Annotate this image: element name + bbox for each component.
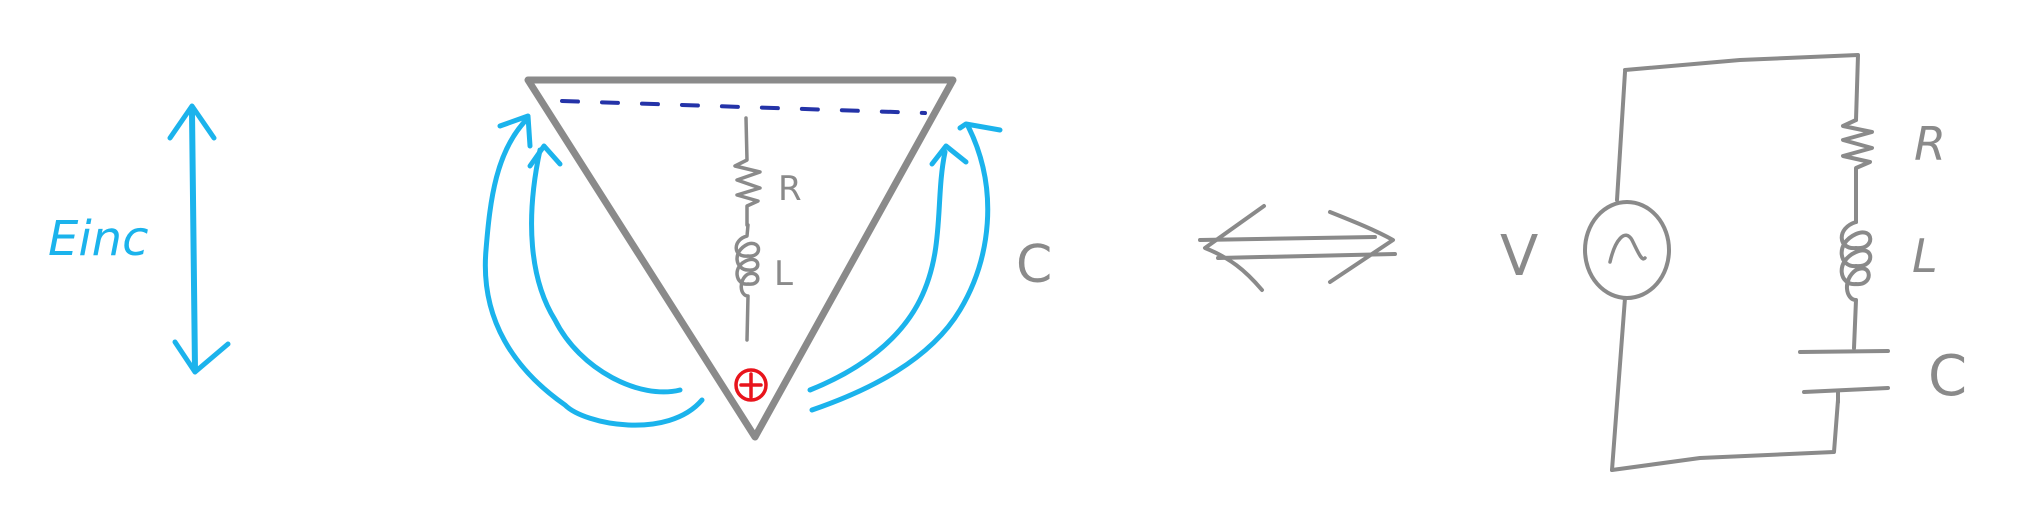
field-label: Einc (48, 211, 148, 267)
equivalence-arrow (1198, 204, 1397, 292)
equivalence-lower-line (1216, 252, 1397, 260)
negative-charge-dashes (560, 99, 927, 115)
capacitance-field-line-right-inner (807, 149, 948, 393)
positive-charge-circle (734, 368, 768, 402)
capacitance-field-line-left-outer (482, 115, 705, 428)
antenna-inductor-symbol (734, 223, 761, 342)
positive-charge-plus (739, 372, 763, 399)
capacitance-field-line-right-outer-head (957, 121, 1003, 133)
circuit-source-label: V (1500, 224, 1538, 289)
circuit-left-wire-top (1615, 70, 1627, 202)
circuit-resistor-symbol (1841, 118, 1874, 224)
circuit-resistor-label: R (1914, 117, 1946, 171)
circuit-bottom-wire (1610, 398, 1840, 472)
circuit-capacitor-label: C (1928, 344, 1967, 409)
incident-field-group: Einc (48, 103, 231, 375)
voltage-source-circle (1583, 200, 1671, 300)
capacitance-field-line-right-outer (809, 123, 991, 413)
capacitance-field-line-right-inner-head (929, 143, 969, 167)
circuit-left-wire-bottom (1610, 296, 1627, 472)
capacitance-field-line-left-outer-head (497, 113, 533, 149)
circuit-top-wire (1623, 53, 1860, 122)
circuit-capacitor-plate-top (1798, 349, 1890, 354)
capacitance-field-line-left-inner (529, 147, 683, 395)
equivalence-right-head (1328, 210, 1395, 284)
equivalence-left-head (1203, 204, 1266, 292)
circuit-inductor-symbol (1839, 220, 1873, 350)
capacitance-field-line-left-inner-head (527, 143, 563, 169)
circuit-inductor-label: L (1912, 229, 1938, 283)
antenna-group: R L C (482, 76, 1052, 441)
antenna-capacitance-label: C (1016, 235, 1052, 295)
field-arrow-head-up (167, 103, 217, 141)
antenna-resistor-label: R (778, 169, 802, 209)
field-arrow-head-down (172, 339, 231, 375)
antenna-inductor-label: L (774, 254, 793, 294)
field-arrow-shaft (189, 109, 198, 373)
equivalence-upper-line (1198, 235, 1377, 242)
voltage-source-wave-icon (1608, 233, 1647, 264)
antenna-resistor-symbol (733, 116, 762, 227)
antenna-triangle (524, 76, 957, 441)
circuit-capacitor-plate-bottom (1802, 386, 1890, 394)
equivalent-circuit-group: V R L C (1500, 53, 1967, 472)
